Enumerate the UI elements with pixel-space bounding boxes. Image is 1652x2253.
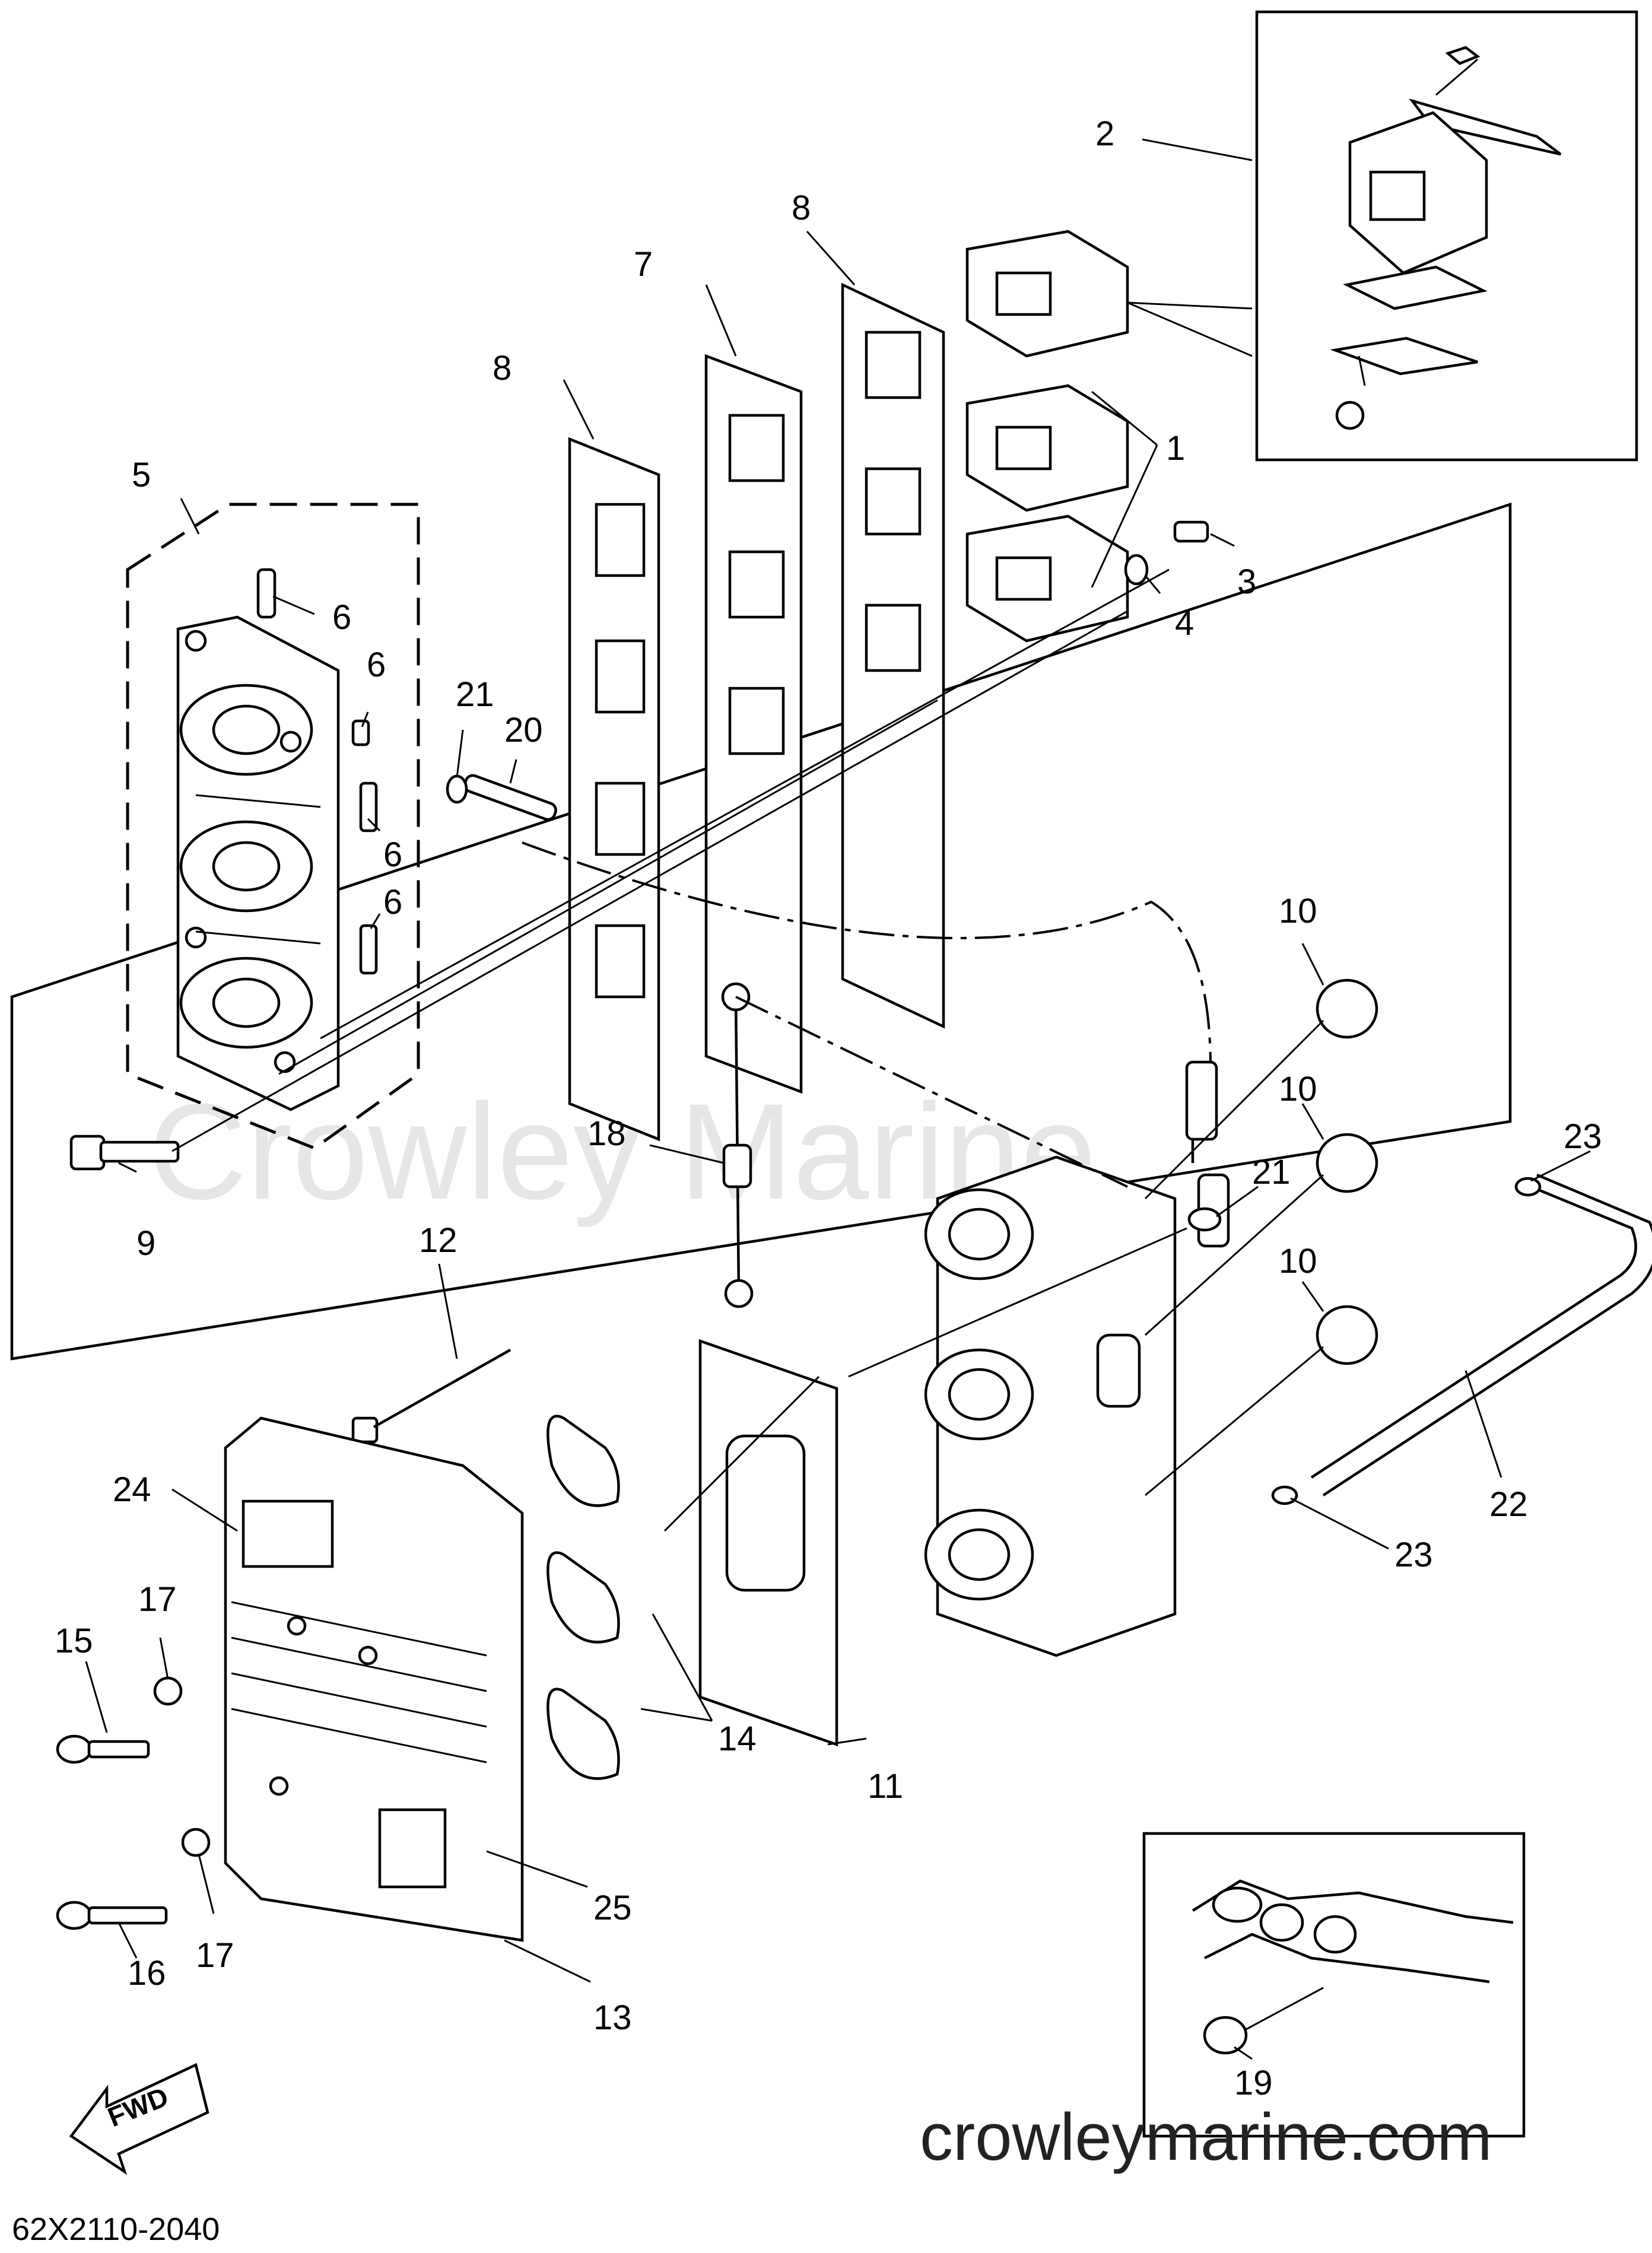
callout-14: 14 — [718, 1720, 757, 1758]
intake-manifold — [176, 615, 340, 1111]
callout-22: 22 — [1489, 1485, 1528, 1524]
washer-17a — [153, 1676, 183, 1706]
callout-17a: 17 — [138, 1580, 177, 1619]
callout-2: 2 — [1095, 115, 1114, 153]
o-ring-10b — [1316, 1133, 1378, 1193]
callout-11: 11 — [868, 1767, 903, 1806]
callout-5: 5 — [132, 456, 151, 494]
washer-21-right — [1187, 1207, 1222, 1232]
callout-23b: 23 — [1394, 1536, 1433, 1574]
callout-6b: 6 — [367, 646, 386, 684]
callout-labels: 1 2 3 4 5 6 6 6 6 7 8 8 9 10 10 10 11 12… — [55, 115, 1602, 2102]
washer-17b — [181, 1828, 211, 1857]
gasket-8-right — [841, 282, 945, 1029]
diagram-code: 62X2110-2040 — [12, 2211, 220, 2247]
callout-19: 19 — [1234, 2064, 1273, 2102]
leader-lines — [85, 138, 1591, 2060]
callout-6a: 6 — [332, 598, 351, 637]
seal-14c — [547, 1688, 620, 1780]
fwd-label: FWD — [103, 2081, 173, 2133]
screw-3 — [1173, 520, 1209, 543]
callout-25: 25 — [593, 1889, 632, 1927]
seal-14a — [547, 1415, 620, 1507]
seal-14b — [547, 1551, 620, 1644]
washer-21-left — [446, 774, 468, 804]
hose-clip-23a — [1514, 1177, 1542, 1197]
callout-8a: 8 — [493, 349, 512, 387]
reed-valve-detail-inset — [1255, 10, 1638, 462]
carburetor-assembly — [924, 1155, 1230, 1657]
callout-6d: 6 — [383, 883, 402, 921]
callout-13: 13 — [593, 1998, 632, 2037]
screw-16 — [56, 1901, 168, 1930]
callout-6c: 6 — [383, 835, 402, 874]
bolt-9 — [69, 1135, 180, 1171]
callout-21a: 21 — [456, 675, 494, 714]
reed-plate-7 — [704, 354, 803, 1094]
silencer-cover-13 — [224, 1416, 524, 1942]
hose-22 — [1310, 1185, 1637, 1479]
callout-18: 18 — [587, 1114, 626, 1153]
bolt-12 — [351, 1349, 512, 1444]
callout-23a: 23 — [1564, 1117, 1602, 1156]
assembly-frame — [10, 502, 1512, 1361]
reed-valves — [965, 230, 1129, 643]
gasket-11 — [698, 1339, 838, 1747]
callout-24: 24 — [113, 1470, 151, 1509]
callout-17b: 17 — [196, 1936, 234, 1975]
callout-15: 15 — [55, 1622, 93, 1660]
gasket-8-left — [568, 437, 660, 1142]
callout-8b: 8 — [792, 189, 811, 227]
callout-7: 7 — [634, 245, 653, 284]
callout-9: 9 — [136, 1224, 155, 1263]
hose-clip-23b — [1271, 1485, 1298, 1505]
callout-3: 3 — [1237, 563, 1256, 601]
screw-15 — [56, 1734, 150, 1764]
manifold-bolts — [256, 568, 378, 975]
callout-4: 4 — [1175, 604, 1194, 643]
callout-10c: 10 — [1279, 1242, 1317, 1280]
plug-detail-inset — [1142, 1832, 1526, 2138]
callout-10b: 10 — [1279, 1070, 1317, 1108]
o-ring-10c — [1316, 1305, 1378, 1365]
fwd-arrow: FWD — [69, 2063, 209, 2175]
callout-21b: 21 — [1252, 1153, 1291, 1191]
callout-12: 12 — [419, 1221, 458, 1260]
callout-10a: 10 — [1279, 892, 1317, 930]
callout-16: 16 — [128, 1954, 166, 1993]
callout-20: 20 — [504, 711, 543, 749]
site-url: crowleymarine.com — [920, 2100, 1492, 2174]
washer-4 — [1124, 554, 1149, 586]
callout-1: 1 — [1166, 429, 1185, 468]
o-ring-10a — [1316, 978, 1378, 1039]
